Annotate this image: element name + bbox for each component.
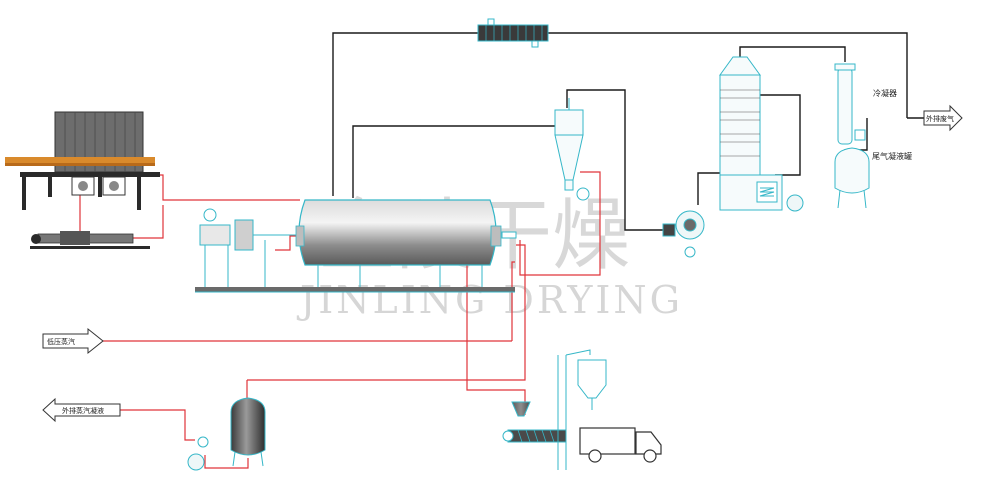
steam-inlet-arrow (42, 327, 104, 355)
hx-nozzle (487, 18, 495, 26)
drive-motor (199, 224, 231, 246)
pressure-gauge-icon (197, 436, 209, 448)
process-gas-lines (332, 32, 925, 231)
scrubber-recirc-line (760, 94, 801, 176)
fan-impeller-icon (683, 218, 697, 232)
discharge-hopper (511, 401, 531, 417)
feeder-motor-icon (109, 181, 119, 191)
exhaust-gas-label: 外排废气 (926, 114, 954, 123)
circulation-pump-icon (786, 194, 804, 212)
low-pressure-steam-label: 低压蒸汽 (47, 337, 75, 346)
condensate-tank (187, 397, 266, 471)
tank-leg (260, 451, 264, 467)
fan-to-scrubber-line (697, 172, 720, 205)
condenser-nozzle (854, 129, 866, 141)
condensate-out-line (103, 409, 195, 441)
cyclone-body (554, 109, 584, 136)
silo-conveyor-shadow (5, 163, 155, 166)
truck-cab (635, 431, 662, 455)
gearbox (234, 219, 254, 251)
cyclone-valve-icon (576, 187, 590, 201)
drive-motor-gauge-icon (203, 208, 217, 222)
pump-motor-icon (31, 234, 41, 244)
silo-platform (20, 172, 160, 177)
product-silo (577, 359, 607, 399)
tail-gas-tank-body (834, 147, 870, 194)
dryer-outlet-flange (490, 225, 502, 247)
screw-pump (30, 231, 150, 249)
feed-steam-line (139, 174, 300, 201)
transport-truck (579, 427, 662, 463)
pump-base (30, 246, 150, 249)
discharge-system (502, 349, 607, 470)
condensate-out-label: 外排蒸汽凝液 (62, 406, 104, 415)
scrubber-tower (719, 56, 804, 212)
scrubber-to-condenser-line (739, 46, 846, 62)
cyclone-rotary-valve (564, 179, 574, 191)
truck-wheel-icon (588, 449, 602, 463)
tank-to-pump-line (204, 455, 249, 469)
heat-exchanger-shell (477, 24, 549, 42)
steam-to-cyclone-line (519, 171, 601, 276)
drum-steam-jacket-line (275, 235, 300, 251)
dryer-base-frame (195, 287, 515, 292)
tank-leg (837, 189, 841, 209)
truck-wheel-icon (643, 449, 657, 463)
condenser-unit (834, 63, 870, 209)
heater-coil-icon (759, 187, 775, 197)
dryer-feed-flange (295, 225, 305, 247)
silo-leg (22, 177, 26, 210)
vapor-line-to-heat-exchanger (332, 32, 478, 196)
elevator-head (565, 349, 591, 356)
paddle-dryer (195, 199, 517, 293)
silo-leg (137, 177, 141, 210)
dryer-to-cyclone-line (352, 125, 557, 198)
pump-feed-line (79, 195, 164, 239)
drive-unit (199, 208, 300, 288)
dryer-rotary-joint (501, 231, 517, 239)
condensate-tank-body (230, 397, 266, 456)
silo-conveyor-pipe (5, 157, 155, 163)
conveyor-motor-icon (502, 430, 514, 442)
feed-silo (5, 111, 160, 210)
condensate-pump-icon (187, 453, 205, 471)
tank-leg (863, 189, 867, 209)
condenser-shell (837, 67, 853, 145)
tail-gas-tank-label: 尾气凝液罐 (872, 151, 912, 161)
screw-pump-stator (60, 231, 90, 245)
tank-leg (232, 451, 236, 467)
scrubber-top-cap (719, 56, 761, 76)
silo-leg (48, 177, 52, 197)
silo-leg (98, 177, 102, 197)
heat-exchanger (477, 18, 549, 48)
feeder-motor-icon (78, 181, 88, 191)
cyclone-separator (554, 98, 590, 201)
truck-container (579, 427, 636, 455)
induced-draft-fan (662, 210, 705, 258)
watermark-english: JINLING DRYING (296, 278, 683, 322)
vapor-line-to-exhaust (548, 32, 908, 118)
flow-arrows (42, 104, 963, 423)
cyclone-to-fan-line (566, 89, 663, 231)
condensate-outlet-arrow (42, 397, 121, 423)
condenser-flange (834, 63, 856, 71)
cyclone-cone (554, 134, 584, 181)
dryer-drum (298, 199, 497, 266)
condenser-label: 冷凝器 (873, 88, 897, 98)
condensate-return-line (466, 240, 526, 381)
hx-nozzle (531, 40, 539, 48)
fan-inlet-damper (662, 223, 676, 237)
steam-riser-to-dryer (511, 261, 515, 341)
exhaust-gas-arrow (923, 104, 963, 132)
scrubber-column (719, 74, 761, 176)
fan-motor-icon (684, 246, 696, 258)
